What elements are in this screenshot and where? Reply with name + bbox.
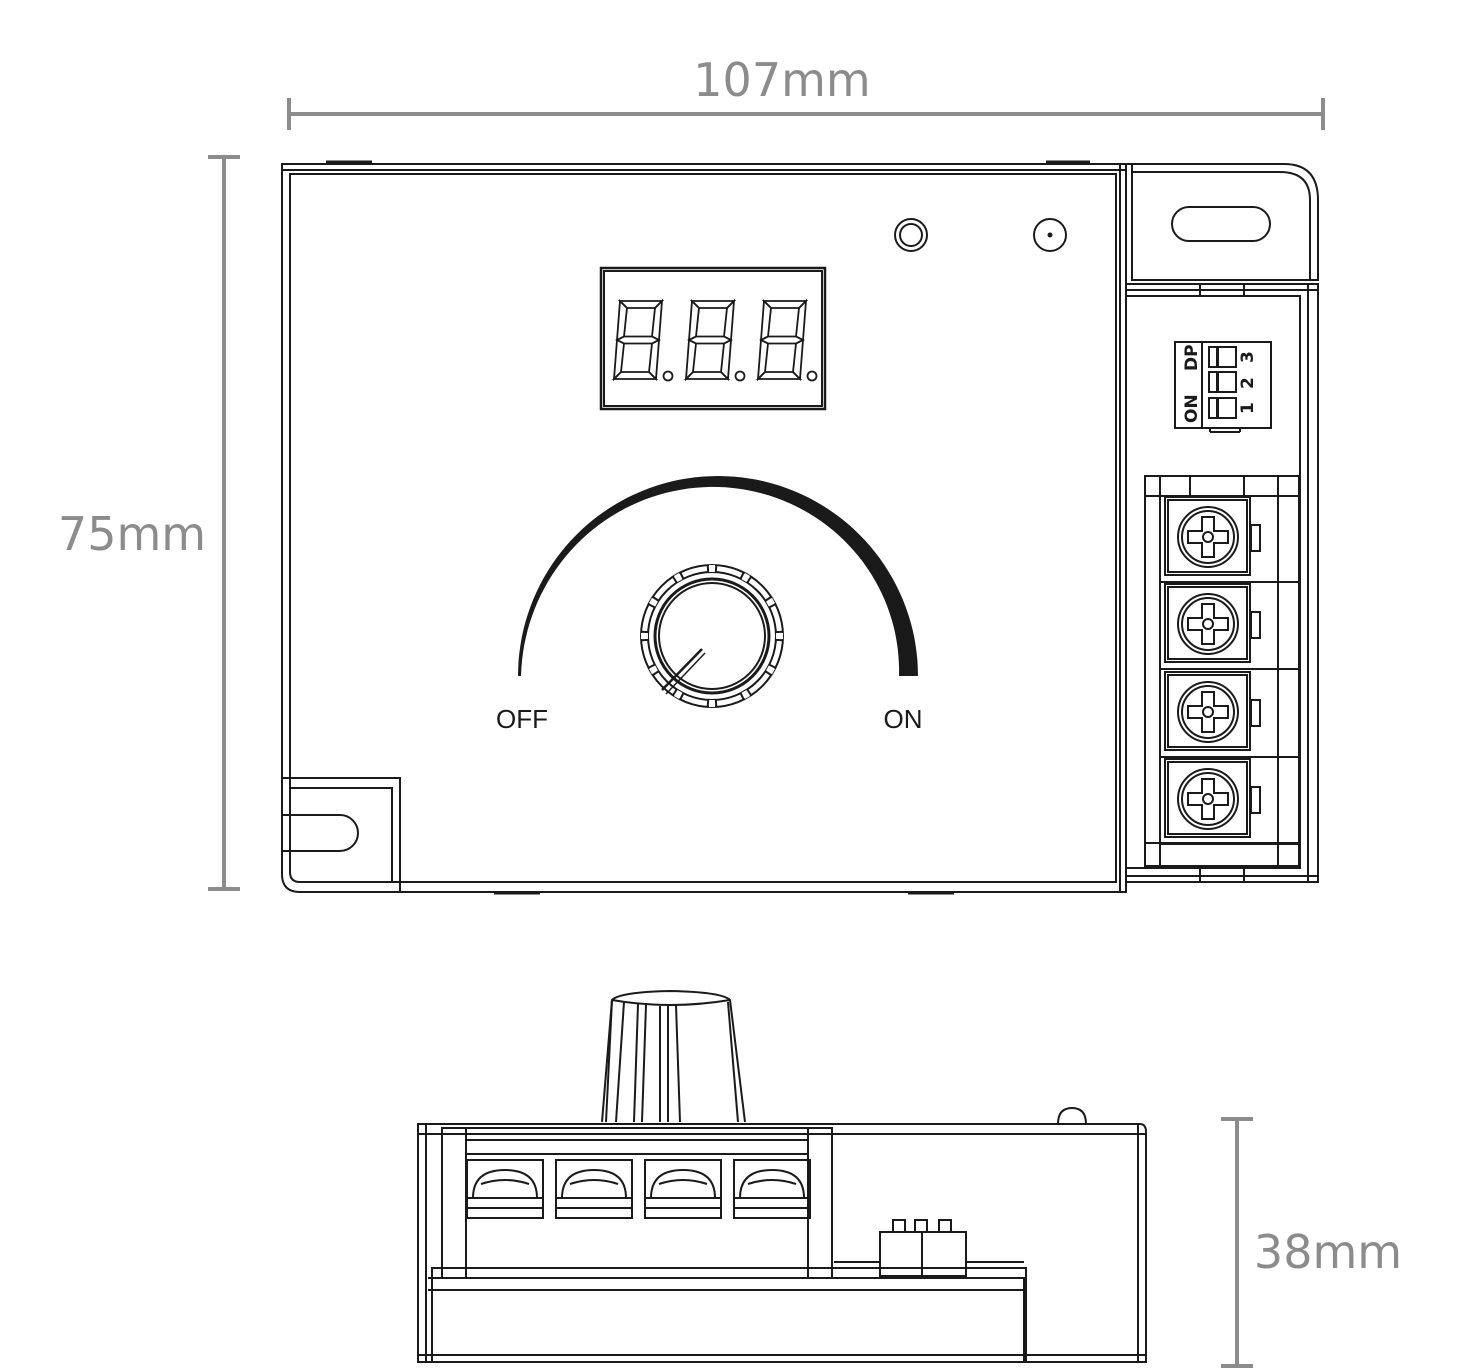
housing-outline: [281, 163, 1127, 893]
dip-on-label: ON: [1182, 394, 1202, 423]
terminal-screw-2: [1160, 583, 1299, 670]
depth-label: 38mm: [1254, 1225, 1402, 1279]
seven-segment-display: [599, 266, 827, 411]
segment-digit-1: [611, 298, 674, 382]
dip-title: DP: [1182, 344, 1202, 371]
mounting-hole: [1171, 206, 1271, 242]
side-terminal-screws: [466, 1159, 811, 1219]
mounting-ear-right: [1126, 163, 1319, 281]
mounting-slot-left: [282, 777, 401, 892]
width-label: 107mm: [693, 53, 870, 107]
led-indicator-2: [1033, 218, 1067, 252]
led-indicator-1: [894, 218, 928, 252]
terminal-screw-4: [1160, 758, 1299, 845]
side-terminal-4: [733, 1159, 811, 1219]
housing-face: [289, 173, 1117, 883]
top-view: [281, 160, 1319, 895]
side-housing-outline: [417, 1123, 1147, 1363]
dimension-height: [208, 155, 240, 891]
segment-digit-3: [755, 298, 818, 382]
side-terminal-1: [466, 1159, 544, 1219]
dip-pin-3: 3: [1238, 351, 1258, 363]
display-digits: [611, 298, 818, 382]
dimension-width: [287, 98, 1325, 130]
side-terminal-2: [555, 1159, 633, 1219]
knob-off-label: OFF: [496, 704, 548, 734]
knob-cap-side: [601, 989, 746, 1123]
height-label: 75mm: [58, 507, 206, 561]
dimmer-range-arc: [518, 476, 918, 676]
dip-switch[interactable]: [1174, 341, 1272, 433]
segment-digit-2: [683, 298, 746, 382]
side-view: [417, 989, 1147, 1363]
terminal-screw-1: [1160, 496, 1299, 583]
dip-pin-2: 2: [1238, 377, 1258, 389]
side-terminal-3: [644, 1159, 722, 1219]
dimension-depth: [1221, 1117, 1253, 1368]
terminal-screw-3: [1160, 671, 1299, 758]
knob-pointer: [661, 648, 703, 691]
dip-pin-1: 1: [1238, 402, 1258, 414]
terminal-screws[interactable]: [1160, 496, 1299, 845]
knob-on-label: ON: [884, 704, 923, 734]
dimmer-knob[interactable]: [640, 564, 784, 708]
side-housing: [1125, 283, 1319, 883]
